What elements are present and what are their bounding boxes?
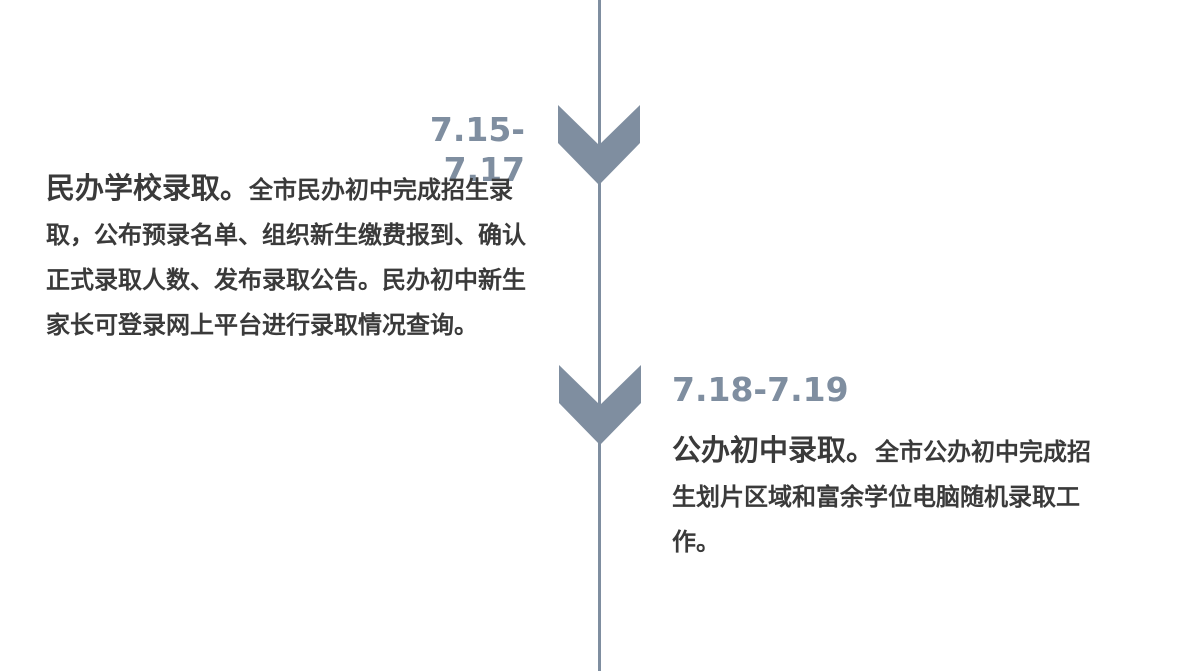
event-description: 公办初中录取。全市公办初中完成招生划片区域和富余学位电脑随机录取工作。	[672, 428, 1102, 565]
chevron-down-icon	[558, 105, 640, 185]
event-date: 7.15-7.17	[429, 110, 525, 189]
timeline-axis	[598, 0, 601, 671]
event-body: 全市公办初中完成招生划片区域和富余学位电脑随机录取工作。	[672, 438, 1092, 556]
event-description: 民办学校录取。全市民办初中完成招生录取，公布预录名单、组织新生缴费报到、确认正式…	[46, 166, 536, 348]
event-date: 7.18-7.19	[672, 370, 849, 409]
event-title: 民办学校录取。	[46, 171, 250, 205]
event-title: 公办初中录取。	[672, 433, 876, 467]
chevron-down-icon	[559, 365, 641, 445]
event-body: 全市民办初中完成招生录取，公布预录名单、组织新生缴费报到、确认正式录取人数、发布…	[46, 176, 526, 339]
